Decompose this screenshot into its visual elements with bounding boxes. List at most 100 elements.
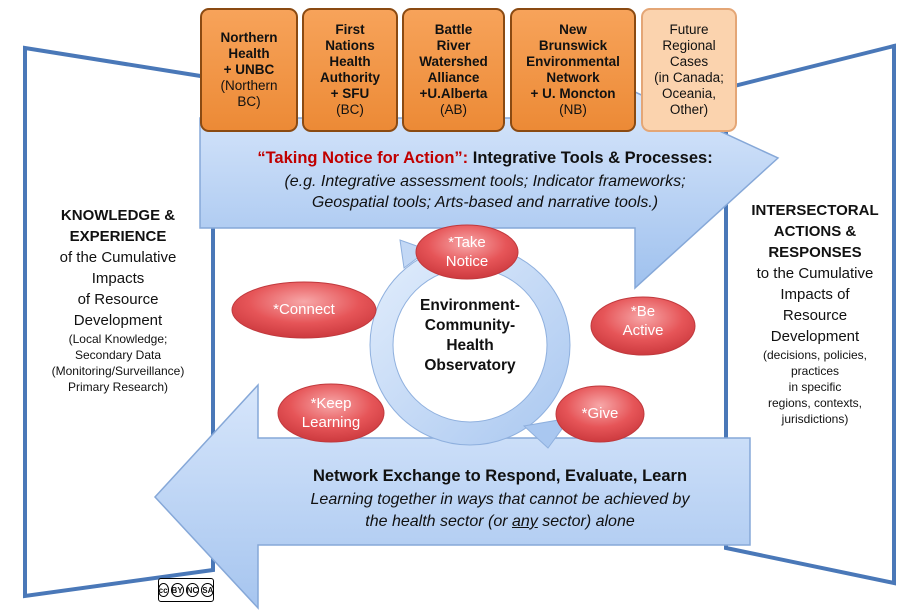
right-panel-text: INTERSECTORAL ACTIONS & RESPONSES to the…	[730, 200, 900, 427]
partner-3-bold-4: Alliance	[427, 70, 480, 85]
right-small-5: jurisdictions)	[781, 412, 849, 426]
take-notice-line-1: *Take	[448, 234, 486, 251]
left-panel-text: KNOWLEDGE & EXPERIENCE of the Cumulative…	[20, 205, 216, 395]
bottom-arrow-line-3-pre: the health sector (or	[365, 513, 512, 530]
sa-icon: SA	[201, 583, 215, 597]
left-body-1: of the Cumulative	[59, 249, 177, 266]
observatory-line-4: Observatory	[424, 357, 516, 374]
cc-license-badge: cc BY NC SA	[157, 578, 215, 602]
partner-1-bold-3: + UNBC	[223, 62, 275, 77]
give-line-1: *Give	[581, 405, 619, 422]
right-body-1: to the Cumulative	[756, 265, 874, 282]
partner-4-bold-1: New	[559, 22, 587, 37]
right-heading-1: INTERSECTORAL	[751, 202, 879, 219]
be-active-oval	[590, 296, 696, 356]
left-body-2: Impacts	[91, 270, 145, 287]
partner-2-normal-1: (BC)	[336, 102, 364, 117]
keep-learning-oval	[277, 383, 385, 443]
partner-2-bold-1: First	[335, 22, 365, 37]
left-body-3: of Resource	[77, 291, 159, 308]
partner-box-4: New Brunswick Environmental Network + U.…	[510, 8, 636, 132]
keep-learning-label: *Keep Learning	[278, 394, 384, 432]
left-panel-outline	[23, 45, 215, 599]
give-oval	[555, 385, 645, 443]
keep-learning-line-2: Learning	[301, 414, 361, 431]
observatory-line-1: Environment-	[420, 297, 520, 314]
partner-box-2: First Nations Health Authority + SFU (BC…	[302, 8, 398, 132]
left-heading-2: EXPERIENCE	[69, 228, 167, 245]
right-small-2: practices	[790, 364, 840, 378]
right-body-3: Resource	[782, 307, 848, 324]
bottom-arrow-line-3-post: sector) alone	[537, 513, 635, 530]
right-body-2: Impacts of	[780, 286, 850, 303]
bottom-arrow-line-2: Learning together in ways that cannot be…	[310, 491, 690, 508]
partner-1-bold-2: Health	[228, 46, 270, 61]
future-line-4: (in Canada;	[654, 70, 724, 85]
observatory-label: Environment- Community- Health Observato…	[395, 296, 545, 376]
partner-4-bold-3: Environmental	[526, 54, 620, 69]
partner-3-bold-2: River	[436, 38, 471, 53]
be-active-line-1: *Be	[630, 303, 656, 320]
bottom-arrow-line-3: the health sector (or any sector) alone	[245, 511, 755, 532]
taking-notice-highlight: “Taking Notice for Action”:	[257, 149, 469, 167]
be-active-line-2: Active	[622, 322, 664, 339]
left-body-4: Development	[73, 312, 163, 329]
partner-1-normal-2: BC)	[237, 94, 261, 109]
partner-4-bold-5: + U. Moncton	[530, 86, 616, 101]
connect-oval	[231, 281, 377, 339]
cc-icon: cc	[157, 583, 169, 597]
partner-2-bold-2: Nations	[325, 38, 375, 53]
future-line-6: Other)	[669, 102, 709, 117]
give-label: *Give	[556, 404, 644, 423]
bottom-arrow-title: Network Exchange to Respond, Evaluate, L…	[312, 467, 688, 485]
top-arrow-title: “Taking Notice for Action”: Integrative …	[200, 148, 770, 168]
future-line-5: Oceania,	[661, 86, 717, 101]
partner-2-bold-4: Authority	[320, 70, 380, 85]
right-small-3: in specific	[788, 380, 842, 394]
observatory-line-2: Community-	[424, 317, 516, 334]
cycle-ring	[369, 239, 572, 449]
right-heading-2: ACTIONS &	[773, 223, 857, 240]
by-icon: BY	[170, 583, 184, 597]
left-heading-1: KNOWLEDGE &	[60, 207, 176, 224]
right-small-1: (decisions, policies,	[762, 348, 868, 362]
partner-box-3: Battle River Watershed Alliance +U.Alber…	[402, 8, 505, 132]
left-small-3: (Monitoring/Surveillance)	[51, 364, 185, 378]
partner-4-bold-4: Network	[546, 70, 600, 85]
partner-3-normal-1: (AB)	[440, 102, 467, 117]
top-arrow-line-3: Geospatial tools; Arts-based and narrati…	[311, 194, 659, 211]
right-panel-outline	[724, 43, 896, 586]
left-small-2: Secondary Data	[74, 348, 162, 362]
future-line-2: Regional	[662, 38, 716, 53]
be-active-label: *Be Active	[591, 302, 695, 340]
partner-1-bold-1: Northern	[220, 30, 278, 45]
top-arrow-title-rest: Integrative Tools & Processes:	[468, 149, 713, 167]
take-notice-oval	[415, 224, 519, 280]
future-line-1: Future	[669, 22, 709, 37]
left-small-1: (Local Knowledge;	[68, 332, 168, 346]
partner-2-bold-3: Health	[329, 54, 371, 69]
partner-2-bold-5: + SFU	[330, 86, 370, 101]
partner-box-1: Northern Health + UNBC (Northern BC)	[200, 8, 298, 132]
partner-3-bold-3: Watershed	[419, 54, 488, 69]
bottom-arrow-any: any	[512, 513, 538, 530]
partner-1-normal-1: (Northern	[220, 78, 278, 93]
top-arrow-line-2: (e.g. Integrative assessment tools; Indi…	[284, 173, 686, 190]
nc-icon: NC	[185, 583, 200, 597]
take-notice-line-2: Notice	[445, 253, 489, 270]
left-small-4: Primary Research)	[67, 380, 169, 394]
partner-box-future: Future Regional Cases (in Canada; Oceani…	[641, 8, 737, 132]
right-body-4: Development	[770, 328, 860, 345]
connect-label: *Connect	[232, 300, 376, 319]
right-small-4: regions, contexts,	[767, 396, 863, 410]
connect-line-1: *Connect	[273, 301, 335, 318]
partner-3-bold-1: Battle	[434, 22, 473, 37]
partner-4-normal-1: (NB)	[559, 102, 587, 117]
keep-learning-line-1: *Keep	[310, 395, 352, 412]
take-notice-label: *Take Notice	[416, 233, 518, 271]
partner-4-bold-2: Brunswick	[538, 38, 608, 53]
observatory-line-3: Health	[446, 337, 494, 354]
future-line-3: Cases	[669, 54, 709, 69]
